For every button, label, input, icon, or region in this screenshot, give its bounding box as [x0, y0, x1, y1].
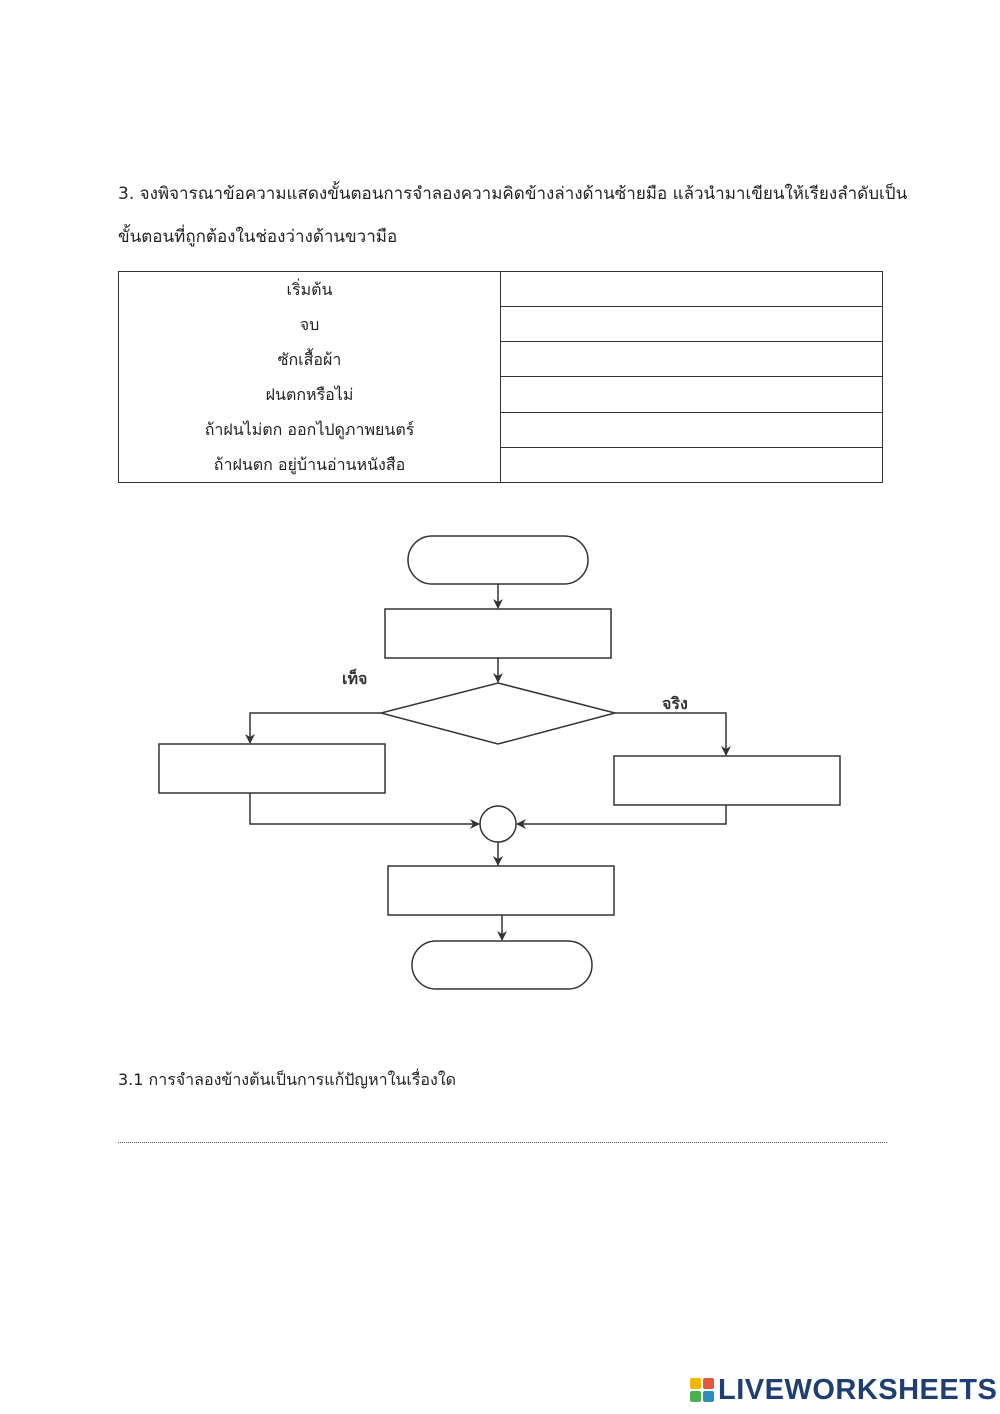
question-3-1-answer-input[interactable]: [118, 1120, 887, 1143]
answer-cell: [500, 341, 883, 378]
answer-input-3[interactable]: [501, 342, 882, 377]
end-terminal[interactable]: [411, 940, 593, 990]
false-label: เท็จ: [342, 669, 368, 688]
steps-list: เริ่มต้น จบ ซักเสื้อผ้า ฝนตกหรือไม่ ถ้าฝ…: [118, 271, 501, 483]
connector-circle: [479, 805, 517, 843]
process-box-2[interactable]: [387, 865, 615, 916]
question-text-line-2: ขั้นตอนที่ถูกต้องในช่องว่างด้านขวามือ: [118, 227, 398, 247]
step-item: เริ่มต้น: [286, 280, 333, 299]
start-terminal[interactable]: [407, 535, 589, 585]
logo-square: [690, 1391, 701, 1402]
step-item: ซักเสื้อผ้า: [277, 350, 342, 369]
answer-cell: [500, 270, 883, 308]
answer-cell: [500, 306, 883, 343]
false-branch-box[interactable]: [158, 743, 386, 794]
decision-diamond[interactable]: [378, 682, 618, 745]
step-item: ถ้าฝนตก อยู่บ้านอ่านหนังสือ: [213, 455, 406, 474]
false-branch-arrow: [245, 712, 381, 744]
merge-arrow-left: [249, 793, 480, 829]
brand-name: LIVEWORKSHEETS: [718, 1373, 998, 1406]
logo-mark-icon: [690, 1378, 714, 1402]
process-box-1[interactable]: [384, 608, 612, 659]
step-item: จบ: [299, 315, 320, 334]
answer-input-5[interactable]: [501, 412, 882, 447]
answer-cell: [500, 446, 883, 484]
question-3-1-text: 3.1 การจำลองข้างต้นเป็นการแก้ปัญหาในเรื่…: [118, 1070, 457, 1089]
step-item: ถ้าฝนไม่ตก ออกไปดูภาพยนตร์: [204, 420, 415, 439]
answer-input-6[interactable]: [501, 447, 882, 482]
answer-cell: [500, 376, 883, 413]
true-branch-box[interactable]: [613, 755, 841, 806]
logo-square: [703, 1391, 714, 1402]
true-label: จริง: [662, 694, 688, 713]
question-text-line-1: 3. จงพิจารณาข้อความแสดงขั้นตอนการจำลองคว…: [118, 184, 908, 204]
step-item: ฝนตกหรือไม่: [265, 385, 354, 404]
steps-table: เริ่มต้น จบ ซักเสื้อผ้า ฝนตกหรือไม่ ถ้าฝ…: [118, 270, 883, 484]
answer-input-2[interactable]: [501, 307, 882, 342]
logo-square: [690, 1378, 701, 1389]
answer-input-1[interactable]: [501, 272, 882, 307]
true-branch-arrow: [615, 712, 731, 756]
logo-square: [703, 1378, 714, 1389]
answer-cell: [500, 411, 883, 448]
flowchart: [158, 535, 841, 990]
answer-input-4[interactable]: [501, 377, 882, 412]
merge-arrow-right: [516, 805, 727, 829]
liveworksheets-logo: LIVEWORKSHEETS: [690, 1374, 997, 1406]
